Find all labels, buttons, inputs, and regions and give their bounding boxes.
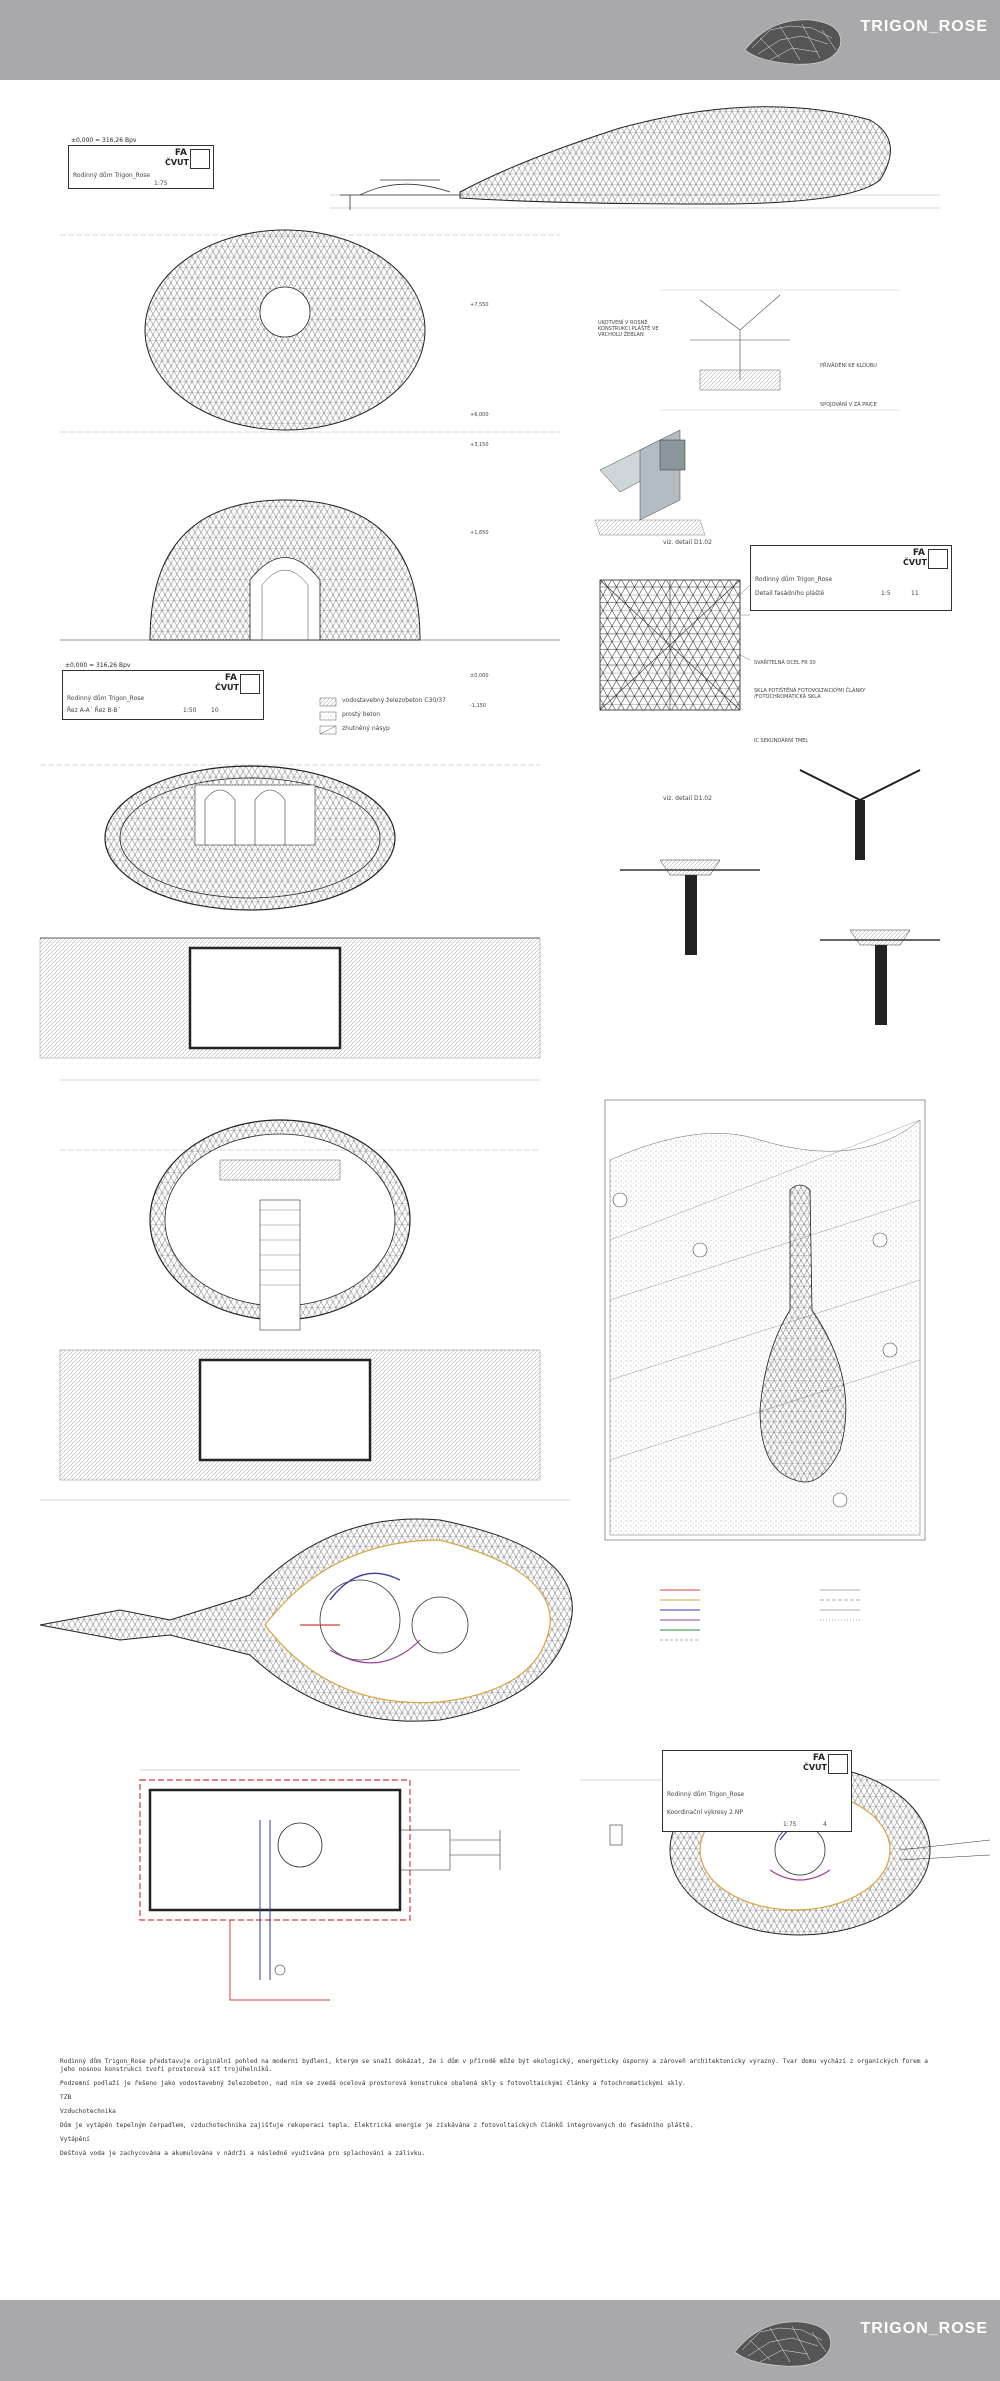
sheet-number: 4 — [823, 1821, 827, 1828]
trigon-rose-logo-icon — [734, 2321, 831, 2367]
fa-label: FA — [812, 1753, 825, 1763]
cvut-crest-icon — [190, 149, 210, 169]
text-paragraph: Rodinný dům Trigon_Rose představuje orig… — [60, 2058, 928, 2073]
cvut-label: ČVUT — [802, 1763, 827, 1772]
cvut-crest-icon — [928, 549, 948, 569]
callout-anchoring: UKOTVENÍ V ROSNÉ KONSTRUKCI PLÁŠTĚ VE VR… — [598, 320, 659, 338]
text-paragraph: Podzemní podlaží je řešeno jako vodostav… — [60, 2080, 686, 2087]
header-band: TRIGON_ROSE — [0, 0, 1000, 80]
project-name: Rodinný dům Trigon_Rose — [755, 576, 833, 583]
cvut-crest-icon — [240, 674, 260, 694]
glass-label-sealant: IC SEKUNDÁRNÍ TMEL — [754, 738, 809, 744]
trigon-rose-logo-icon — [744, 19, 841, 65]
floor-plan-2np — [39, 1499, 573, 1722]
drawing-title: Koordinační výkresy 2.NP — [667, 1809, 743, 1816]
drawing-scale: 1:5 — [881, 590, 891, 597]
title-block-2: ±0,000 = 316,26 Bpv FA ČVUT Rodinný dům … — [62, 662, 264, 720]
facade-node-detail — [660, 289, 900, 411]
section-b-b — [59, 1119, 541, 1481]
legend-label-backfill: zhutněný násyp — [342, 725, 390, 732]
project-name: Rodinný dům Trigon_Rose — [73, 172, 151, 179]
sheet-number: 10 — [211, 707, 219, 714]
front-elevation — [60, 229, 560, 433]
detail-reference-2: viz. detail D1.02 — [663, 795, 712, 802]
structural-node-details — [620, 769, 940, 1025]
text-paragraph: Dešťová voda je zachycována a akumulován… — [60, 2150, 426, 2157]
fa-label: FA — [912, 548, 925, 558]
detail-reference-1: viz. detail D1.02 — [663, 539, 712, 546]
drawing-title: Řez A-A´ Řez B-B´ — [67, 707, 121, 714]
project-name: Rodinný dům Trigon_Rose — [667, 1791, 745, 1798]
brand-title: TRIGON_ROSE — [860, 18, 988, 35]
text-paragraph: Dům je vytápěn tepelným čerpadlem, vzduc… — [60, 2122, 694, 2129]
callout-joint: PŘIVÁDĚNÍ KE KLOUBU — [820, 363, 877, 369]
legend-label-plain-concrete: prostý beton — [342, 711, 381, 718]
level-reference: ±0,000 = 316,26 Bpv — [65, 662, 131, 669]
drawing-sheet: ±0,000 = 316,26 Bpv FA ČVUT Rodinný dům … — [0, 80, 1000, 2300]
level-marker: +3,150 — [470, 442, 489, 448]
title-block-1: ±0,000 = 316,26 Bpv FA ČVUT Rodinný dům … — [68, 137, 214, 189]
drawing-title: Detail fasádního pláště — [755, 590, 825, 597]
footer-band: TRIGON_ROSE — [0, 2300, 1000, 2381]
title-block-4: FA ČVUT Rodinný dům Trigon_Rose Koordina… — [662, 1750, 852, 1832]
glass-label-pv: SKLA POTIŠTĚNÁ FOTOVOLTAICKÝMI ČLÁNKY /F… — [754, 688, 866, 700]
title-block-3: FA ČVUT Rodinný dům Trigon_Rose Detail f… — [750, 545, 952, 611]
level-marker: +6,000 — [470, 412, 489, 418]
brand-title: TRIGON_ROSE — [860, 2320, 988, 2337]
back-elevation — [60, 499, 560, 641]
fa-label: FA — [224, 673, 237, 683]
coordination-legend — [660, 1589, 860, 1641]
text-heading: Vzduchotechnika — [60, 2108, 116, 2115]
level-marker: -1,150 — [470, 703, 487, 709]
level-marker: +7,550 — [470, 302, 489, 308]
glass-panel-detail — [594, 429, 706, 536]
drawing-scale: 1:75 — [154, 180, 168, 187]
glass-label-steel: SVAŘITELNÁ OCEL FR 30 — [754, 660, 816, 666]
basement-coordination-plan — [139, 1769, 520, 2001]
sheet-number: 11 — [911, 590, 919, 597]
material-legend — [319, 697, 337, 735]
fa-label: FA — [174, 148, 187, 158]
section-a-a — [39, 764, 541, 1081]
text-heading: TZB — [60, 2094, 72, 2101]
level-marker: +1,650 — [470, 530, 489, 536]
side-elevation — [330, 106, 940, 210]
text-heading: Vytápění — [60, 2136, 90, 2143]
architectural-drawings — [39, 106, 991, 2001]
drawing-scale: 1:50 — [183, 707, 197, 714]
cvut-label: ČVUT — [164, 158, 189, 167]
legend-label-concrete: vodostavebný železobeton C30/37 — [342, 697, 446, 704]
callout-connection: SPOJOVÁNÍ V ZÁ PRICE — [820, 402, 877, 408]
project-name: Rodinný dům Trigon_Rose — [67, 695, 145, 702]
description-text: Rodinný dům Trigon_Rose představuje orig… — [60, 2058, 940, 2164]
drawing-scale: 1:75 — [783, 1821, 797, 1828]
level-reference: ±0,000 = 316,26 Bpv — [71, 137, 137, 144]
cvut-label: ČVUT — [214, 683, 239, 692]
site-plan — [604, 1099, 926, 1541]
glass-pattern-detail — [599, 579, 751, 711]
cvut-crest-icon — [828, 1754, 848, 1774]
cvut-label: ČVUT — [902, 558, 927, 567]
level-marker: ±0,000 — [470, 673, 489, 679]
